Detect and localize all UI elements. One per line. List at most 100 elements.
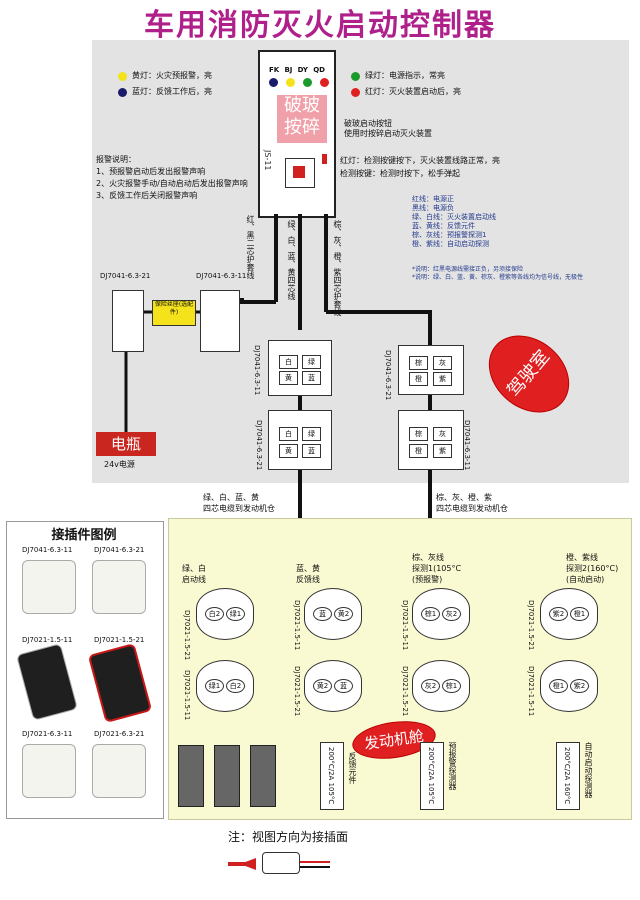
group1-title-1: 绿、白	[182, 564, 206, 573]
group3-conn-top: DJ7021-1.5-11	[401, 600, 409, 651]
cab-right-cell-b: 橙	[409, 444, 428, 458]
group2-sensor: 200°C/2A 105°C	[320, 742, 344, 810]
wire-legend-3: 绿、白线：灭火装置启动线	[412, 213, 496, 221]
wire-right-label: 棕、灰、橙、紫四芯护套线	[333, 220, 342, 316]
group4-sensor-label: 自动启动探测器	[584, 742, 593, 798]
group3-sensor: 200°C/2A 105°C	[420, 742, 444, 810]
legend-connector-image-5	[22, 744, 76, 798]
wire-note-1: *说明：红黑电源线需接正负，另须接保险	[412, 266, 524, 273]
group1-conn-bottom: DJ7021-1.5-11	[183, 670, 191, 721]
legend-item-4: DJ7021-1.5-21	[94, 636, 145, 644]
panel-label-qd: QD	[313, 66, 325, 74]
conn-label-cab-right-2: DJ7041-6.3-11	[463, 420, 471, 471]
yellow-light-note: 黄灯：火灾预报警，亮	[132, 71, 212, 80]
group2-conn-bottom: DJ7021-1.5-21	[293, 666, 301, 717]
harness-right-label-2: 四芯电缆到发动机仓	[436, 504, 508, 513]
group1-plug-top: 白2 绿1	[196, 588, 254, 640]
group3-pin: 棕1	[421, 607, 440, 621]
group4-pin: 橙1	[570, 607, 589, 621]
cab-left-cell: 绿	[302, 355, 321, 369]
group4-sensor: 200°C/2A 160°C	[556, 742, 580, 810]
harness-left-label-2: 四芯电缆到发动机仓	[203, 504, 275, 513]
green-light-icon	[351, 72, 360, 81]
group3-plug-top: 棕1 灰2	[412, 588, 470, 640]
blue-light-note: 蓝灯：反馈工作后，亮	[132, 87, 212, 96]
dy-indicator-icon	[303, 78, 312, 87]
group3-title-3: (预报警)	[412, 575, 443, 584]
legend-item-3: DJ7021-1.5-11	[22, 636, 73, 644]
conn-label-cab-right-1: DJ7041-6.3-21	[384, 350, 392, 401]
group3-conn-bottom: DJ7021-1.5-21	[401, 666, 409, 717]
wire-power-bend	[240, 298, 276, 304]
legend-item-1: DJ7041-6.3-11	[22, 546, 73, 554]
yellow-light-icon	[118, 72, 127, 81]
cab-right-cell-b: 棕	[409, 427, 428, 441]
group1-pin: 绿1	[226, 607, 245, 621]
harness-right-label-1: 棕、灰、橙、紫	[436, 493, 492, 502]
qd-indicator-icon	[320, 78, 329, 87]
break-note-line1: 破玻启动按钮	[344, 119, 392, 128]
indicator-lights	[269, 78, 329, 87]
group2-title-1: 蓝、黄	[296, 564, 320, 573]
group3-title-1: 棕、灰线	[412, 553, 444, 562]
footnote-arrow-icon	[240, 858, 256, 870]
legend-connector-image-1	[22, 560, 76, 614]
cab-left-cell-b: 蓝	[302, 444, 321, 458]
wire-left-label: 红、黑二芯护套线	[246, 215, 255, 279]
cab-left-cell: 黄	[279, 371, 298, 385]
model-label: JS-11	[263, 150, 272, 171]
group4-sensor-spec: 200°C/2A 160°C	[563, 747, 571, 805]
group4-pin: 紫2	[549, 607, 568, 621]
legend-title: 接插件图例	[51, 528, 117, 543]
group3-plug-bottom: 灰2 棕1	[412, 660, 470, 712]
page-title: 车用消防灭火启动控制器	[144, 8, 496, 43]
green-light-note: 绿灯：电源指示，常亮	[365, 71, 445, 80]
group2-pin-b: 蓝	[334, 679, 353, 693]
group1-pin-b: 绿1	[205, 679, 224, 693]
group4-title-2: 探测2(160°C)	[566, 564, 619, 573]
wire-legend-2: 黑线：电源负	[412, 204, 454, 212]
group1-pin: 白2	[205, 607, 224, 621]
test-button-note: 检测按键：检测时按下，松手弹起	[340, 169, 460, 178]
battery: 电瓶	[96, 432, 156, 456]
cab-right-cell-b: 紫	[433, 444, 452, 458]
cab-right-cell-b: 灰	[433, 427, 452, 441]
blue-light-icon	[118, 88, 127, 97]
group4-plug-bottom: 橙1 紫2	[540, 660, 598, 712]
group4-conn-bottom: DJ7021-1.5-11	[527, 666, 535, 717]
panel-label-fk: FK	[269, 66, 280, 74]
break-glass-button[interactable]: 破玻 按碎	[277, 95, 327, 143]
cab-left-cell-b: 黄	[279, 444, 298, 458]
cab-right-cell: 紫	[433, 372, 452, 386]
group3-sensor-label: 预报警探测器	[448, 742, 457, 790]
panel-label-dy: DY	[297, 66, 308, 74]
group4-title-1: 橙、紫线	[566, 553, 598, 562]
group2-plug-top: 蓝 黄2	[304, 588, 362, 640]
extinguisher-module-1	[178, 745, 204, 807]
wire-legend-6: 橙、紫线：自动启动探测	[412, 240, 489, 248]
red-light-icon	[351, 88, 360, 97]
notes-title: 报警说明：	[96, 155, 136, 164]
power-connector-2	[200, 290, 240, 352]
group1-conn-top: DJ7021-1.5-21	[183, 610, 191, 661]
wire-legend: 红线：电源正 黑线：电源负 绿、白线：灭火装置启动线 蓝、黄线：反馈元件 棕、灰…	[412, 195, 496, 249]
note-3: 3、反馈工作后关闭报警声响	[96, 191, 198, 200]
test-red-light-icon	[322, 154, 327, 164]
wire-notes: *说明：红黑电源线需接正负，另须接保险 *说明：绿、白、蓝、黄、棕灰、橙紫等各线…	[412, 266, 622, 282]
cab-left-cell: 蓝	[302, 371, 321, 385]
fuse-holder: 保险丝座(选配件)	[152, 300, 196, 326]
red-light-test-note: 红灯：检测按键按下，灭火装置线路正常，亮	[340, 156, 500, 165]
wire-signal-right-bend	[326, 310, 432, 345]
group2-pin: 黄2	[334, 607, 353, 621]
group2-sensor-spec: 200°C/2A 105°C	[327, 747, 335, 805]
test-button[interactable]	[293, 166, 305, 178]
legend-connector-image-6	[92, 744, 146, 798]
group2-title-2: 反馈线	[296, 575, 320, 584]
group4-title-3: (自动启动)	[566, 575, 605, 584]
extinguisher-module-3	[250, 745, 276, 807]
cab-right-cell: 棕	[409, 356, 428, 370]
group4-plug-top: 紫2 橙1	[540, 588, 598, 640]
group4-pin-b: 紫2	[570, 679, 589, 693]
wire-legend-5: 棕、灰线：预报警探测1	[412, 231, 487, 239]
group1-title-2: 启动线	[182, 575, 206, 584]
